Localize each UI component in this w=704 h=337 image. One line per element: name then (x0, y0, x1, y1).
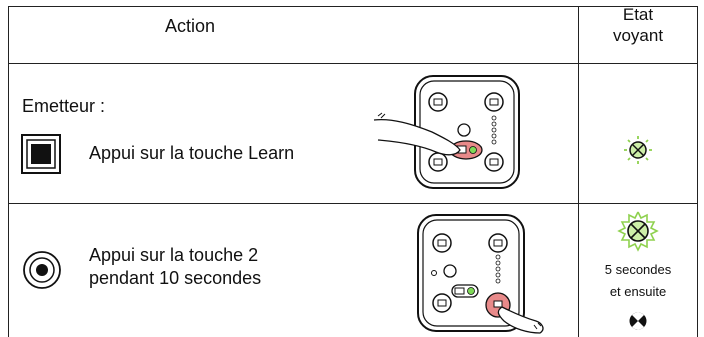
action-line2: pendant 10 secondes (89, 268, 262, 288)
blinking-green-led-icon (617, 211, 659, 252)
header-action: Action (165, 16, 216, 36)
header-etat-line1: Etat (622, 5, 654, 24)
blinking-green-led-icon (624, 136, 652, 164)
round-button-icon (23, 251, 61, 289)
remote-control-button2-icon (417, 214, 544, 334)
emetteur-label: Emetteur : (22, 96, 106, 116)
off-led-icon (629, 312, 647, 330)
header-etat-line2: voyant (612, 26, 664, 45)
then-text: et ensuite (609, 284, 667, 299)
table-border-top (8, 6, 698, 7)
remote-control-learn-icon (373, 75, 520, 189)
duration-text: 5 secondes (604, 262, 672, 277)
table-row-divider (8, 63, 698, 64)
table-column-divider (578, 6, 579, 337)
header-etat-voyant: Etat voyant (580, 4, 696, 46)
table-border-right (697, 6, 698, 337)
action-text-learn: Appui sur la touche Learn (89, 143, 295, 163)
action-text-button-2: Appui sur la touche 2 pendant 10 seconde… (89, 244, 261, 290)
action-line1: Appui sur la touche 2 (89, 245, 259, 265)
table-border-left (8, 6, 9, 337)
learn-square-button-icon (21, 134, 61, 174)
table-row-divider (8, 203, 698, 204)
